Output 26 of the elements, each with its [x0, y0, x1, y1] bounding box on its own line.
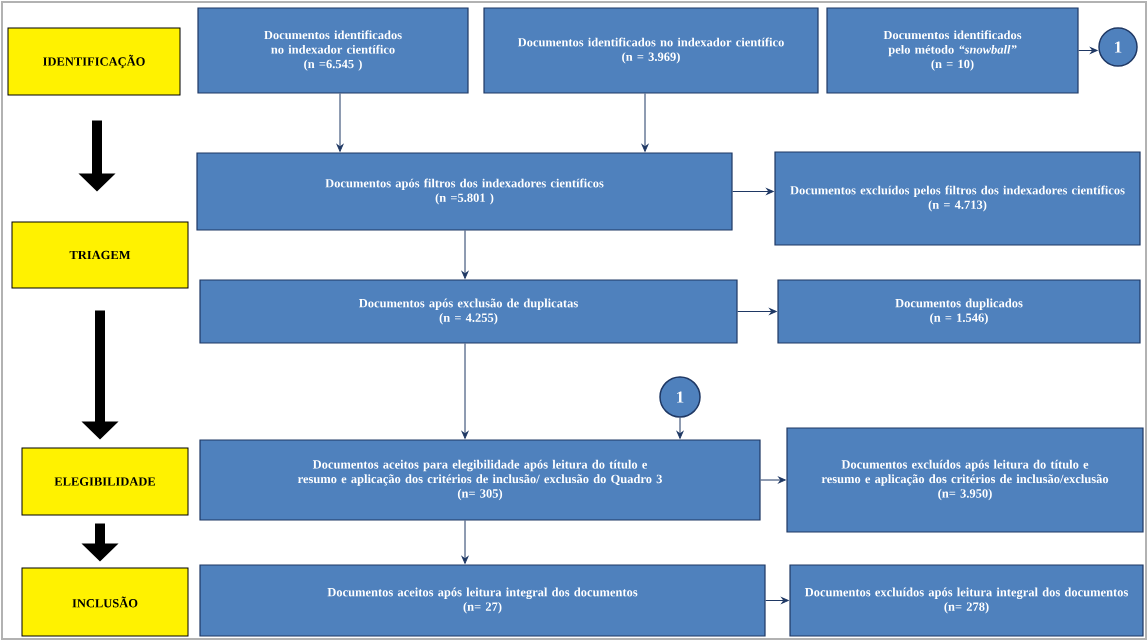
process-box: Documentos identificados pelo método “snowball” (n = 10) [826, 7, 1079, 94]
process-box: Documentos excluídos após leitura integral dos documentos (n= 278) [789, 564, 1144, 637]
process-box: Documentos aceitos após leitura integral dos documentos (n= 27) [199, 564, 766, 637]
process-box: Documentos excluídos pelos filtros dos indexadores científicos (n = 4.713) [774, 151, 1141, 246]
process-box: Documentos aceitos para elegibilidade após leitura do título e resumo e aplicação dos critérios de inclusão/ exclusão do Quadro 3 (n= 305) [199, 439, 761, 521]
process-box: Documentos duplicados (n = 1.546) [777, 279, 1141, 344]
process-box: Documentos identificados no indexador científico (n =6.545 ) [197, 7, 469, 94]
stage-label-box: IDENTIFICAÇÃO [7, 27, 181, 96]
process-box: Documentos identificados no indexador científico (n = 3.969) [483, 7, 819, 94]
arrow [1078, 47, 1098, 54]
arrow [461, 230, 469, 279]
arrow [641, 93, 649, 152]
arrow [336, 93, 344, 152]
process-box: Documentos após exclusão de duplicatas (n = 4.255) [199, 279, 738, 344]
arrow [732, 188, 774, 195]
process-box: Documentos excluídos após leitura do título e resumo e aplicação dos critérios de inclusão/exclusão (n= 3.950) [786, 427, 1144, 533]
process-box: Documentos após filtros dos indexadores científicos (n =5.801 ) [196, 152, 733, 231]
arrow [737, 308, 777, 315]
stage-label-box: TRIAGEM [11, 221, 189, 289]
arrow [760, 476, 786, 484]
arrow [676, 417, 684, 439]
arrow [461, 343, 469, 439]
arrow [765, 597, 789, 604]
stage-label-box: INCLUSÃO [21, 567, 189, 637]
stage-label-box: ELEGIBILIDADE [21, 447, 189, 516]
arrow [461, 520, 469, 564]
